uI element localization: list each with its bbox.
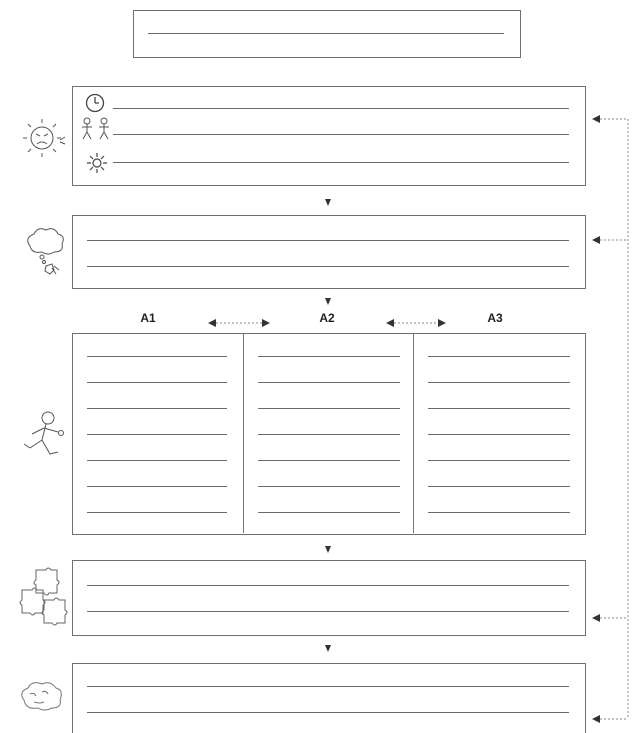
thought-cloud-icon: [22, 226, 66, 276]
thoughts-line-1: [87, 240, 569, 241]
people-icon: [79, 117, 113, 141]
a3-line-4: [428, 434, 570, 435]
a1-line-4: [87, 434, 227, 435]
thoughts-box[interactable]: [72, 215, 586, 289]
a2-line-1: [258, 356, 400, 357]
title-line: [148, 33, 504, 34]
a1-line-6: [87, 486, 227, 487]
a2-line-4: [258, 434, 400, 435]
outcome-box[interactable]: [72, 663, 586, 733]
situation-line-people: [113, 134, 569, 135]
arrow-down-1: [325, 199, 331, 206]
arrow-down-3: [325, 546, 331, 553]
situation-line-place: [113, 162, 569, 163]
puzzle-pieces-icon: [16, 566, 70, 628]
a1-line-3: [87, 408, 227, 409]
clock-icon: [85, 93, 105, 113]
situation-box[interactable]: [72, 86, 586, 186]
a3-line-3: [428, 408, 570, 409]
outcome-line-1: [87, 686, 569, 687]
column-a2[interactable]: [244, 334, 413, 533]
situation-line-time: [113, 108, 569, 109]
arrow-down-4: [325, 645, 331, 652]
consequences-line-1: [87, 585, 569, 586]
a1-line-1: [87, 356, 227, 357]
thoughts-line-2: [87, 266, 569, 267]
a2-line-7: [258, 512, 400, 513]
sun-icon: [85, 151, 109, 175]
a3-line-6: [428, 486, 570, 487]
column-a1[interactable]: [73, 334, 243, 533]
title-box[interactable]: [133, 10, 521, 58]
a3-line-5: [428, 460, 570, 461]
running-person-icon: [20, 408, 68, 468]
bidirectional-arrow-a1-a2: [208, 318, 270, 328]
a3-line-7: [428, 512, 570, 513]
arrow-down-2: [325, 298, 331, 305]
a2-line-2: [258, 382, 400, 383]
a3-line-1: [428, 356, 570, 357]
consequences-line-2: [87, 611, 569, 612]
a2-line-5: [258, 460, 400, 461]
a2-line-3: [258, 408, 400, 409]
feedback-loop-lines: [590, 115, 640, 725]
actions-box[interactable]: [72, 333, 586, 535]
a1-line-7: [87, 512, 227, 513]
a3-line-2: [428, 382, 570, 383]
a1-line-5: [87, 460, 227, 461]
bidirectional-arrow-a2-a3: [386, 318, 446, 328]
column-a3[interactable]: [414, 334, 584, 533]
a2-line-6: [258, 486, 400, 487]
column-label-a2: A2: [307, 311, 347, 325]
consequences-box[interactable]: [72, 560, 586, 636]
outcome-line-2: [87, 712, 569, 713]
cloud-icon: [16, 678, 66, 718]
column-label-a1: A1: [128, 311, 168, 325]
angry-sun-face-icon: [20, 118, 68, 160]
a1-line-2: [87, 382, 227, 383]
column-label-a3: A3: [475, 311, 515, 325]
